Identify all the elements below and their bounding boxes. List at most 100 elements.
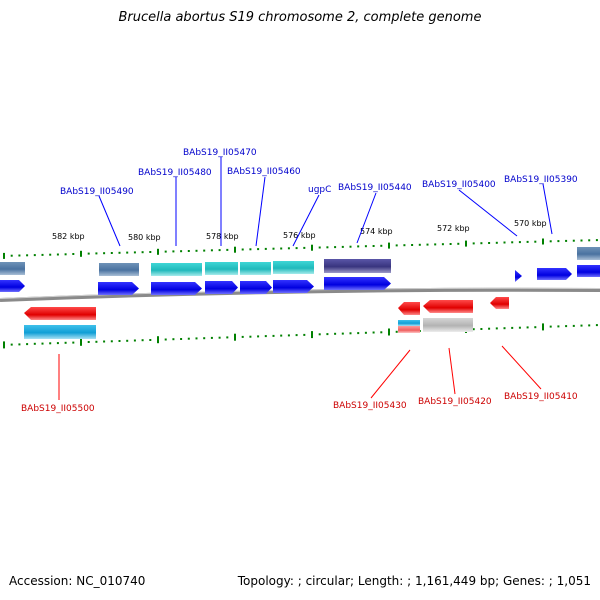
gene-arrow-minus[interactable] <box>490 297 509 309</box>
gene-arrow-plus[interactable] <box>98 282 139 295</box>
minor-tick <box>10 343 13 346</box>
major-tick <box>3 252 5 259</box>
cog-box <box>324 259 391 273</box>
minor-tick <box>488 327 491 330</box>
cog-box <box>0 262 25 275</box>
minor-tick <box>334 246 337 249</box>
major-tick <box>3 341 5 349</box>
gene-arrow-plus[interactable] <box>577 265 600 277</box>
gene-arrow-plus[interactable] <box>205 281 238 294</box>
scale-label: 578 kbp <box>206 232 239 241</box>
minor-tick <box>364 331 367 334</box>
gene-label-plus[interactable]: BAbS19_II05460 <box>227 167 301 177</box>
gene-arrow-minus[interactable] <box>423 300 473 313</box>
minor-tick <box>149 339 152 341</box>
cog-box <box>24 325 96 339</box>
minor-tick <box>133 251 136 254</box>
major-tick <box>388 328 390 336</box>
gene-label-plus[interactable]: ugpC <box>308 185 331 195</box>
major-tick <box>388 242 390 249</box>
minor-tick <box>334 332 337 335</box>
minor-tick <box>141 251 144 254</box>
minor-tick <box>426 243 429 246</box>
gene-label-plus[interactable]: BAbS19_II05490 <box>60 187 134 197</box>
minor-tick <box>103 340 106 343</box>
cog-box <box>398 320 420 326</box>
minor-tick <box>110 340 113 343</box>
minor-tick <box>572 239 575 242</box>
label-leader-line <box>370 349 411 399</box>
minor-tick <box>87 341 90 343</box>
gene-arrow-plus[interactable] <box>240 281 272 294</box>
gene-label-plus[interactable]: BAbS19_II05400 <box>422 180 496 190</box>
minor-tick <box>411 244 414 246</box>
minor-tick <box>95 340 98 343</box>
gene-arrow-plus[interactable] <box>537 268 572 280</box>
minor-tick <box>295 334 298 337</box>
minor-tick <box>133 339 136 342</box>
minor-tick <box>18 254 21 257</box>
minor-tick <box>318 333 321 336</box>
minor-tick <box>495 327 498 330</box>
minor-tick <box>503 241 506 244</box>
gene-arrow-plus[interactable] <box>273 280 314 293</box>
minor-tick <box>364 245 367 248</box>
topology-info: Topology: circular <box>238 574 350 588</box>
minor-tick <box>372 245 375 247</box>
minor-tick <box>434 243 437 246</box>
topology-label: Topology: <box>237 574 294 588</box>
minor-tick <box>56 342 59 345</box>
major-tick <box>542 323 544 331</box>
gene-label-plus[interactable]: BAbS19_II05390 <box>504 175 578 185</box>
major-tick <box>311 244 313 251</box>
gene-label-plus[interactable]: BAbS19_II05480 <box>138 168 212 178</box>
cog-box <box>99 263 139 276</box>
minor-tick <box>18 343 21 346</box>
gene-label-minus[interactable]: BAbS19_II05430 <box>333 401 407 411</box>
scale-ticks-top <box>3 238 598 259</box>
gene-arrow-plus[interactable] <box>515 270 522 282</box>
minor-tick <box>326 333 329 336</box>
cog-box <box>240 262 271 275</box>
minor-tick <box>249 335 252 338</box>
minor-tick <box>372 331 375 334</box>
gene-label-minus[interactable]: BAbS19_II05420 <box>418 397 492 407</box>
accession-value: NC_010740 <box>76 574 146 588</box>
minor-tick <box>457 242 460 245</box>
minor-tick <box>26 254 29 257</box>
gene-arrow-plus[interactable] <box>0 280 25 292</box>
gene-arrow-minus[interactable] <box>398 302 420 315</box>
minor-tick <box>72 341 75 344</box>
minor-tick <box>141 339 144 342</box>
minor-tick <box>210 249 213 252</box>
minor-tick <box>580 324 583 327</box>
minor-tick <box>549 325 552 328</box>
gene-arrow-minus[interactable] <box>24 307 96 320</box>
minor-tick <box>349 245 352 248</box>
minor-tick <box>218 249 221 252</box>
minor-tick <box>595 324 598 327</box>
minor-tick <box>557 240 560 243</box>
minor-tick <box>557 325 560 328</box>
minor-tick <box>326 246 329 249</box>
minor-tick <box>295 247 298 250</box>
minor-tick <box>210 336 213 339</box>
minor-tick <box>503 327 506 330</box>
gene-label-plus[interactable]: BAbS19_II05440 <box>338 183 412 193</box>
major-tick <box>465 240 467 247</box>
minor-tick <box>534 240 537 243</box>
cog-box <box>423 318 473 332</box>
length-info: Length: 1,161,449 bp <box>350 574 495 588</box>
minor-tick <box>441 243 444 246</box>
gene-label-minus[interactable]: BAbS19_II05410 <box>504 392 578 402</box>
minor-tick <box>264 335 267 338</box>
gene-arrow-plus[interactable] <box>324 277 391 290</box>
gene-label-minus[interactable]: BAbS19_II05500 <box>21 404 95 414</box>
minor-tick <box>87 252 90 255</box>
gene-label-plus[interactable]: BAbS19_II05470 <box>183 148 257 158</box>
major-tick <box>234 333 236 341</box>
minor-tick <box>418 243 421 246</box>
minor-tick <box>403 244 406 247</box>
gene-arrow-plus[interactable] <box>151 282 202 295</box>
minor-tick <box>33 254 36 257</box>
